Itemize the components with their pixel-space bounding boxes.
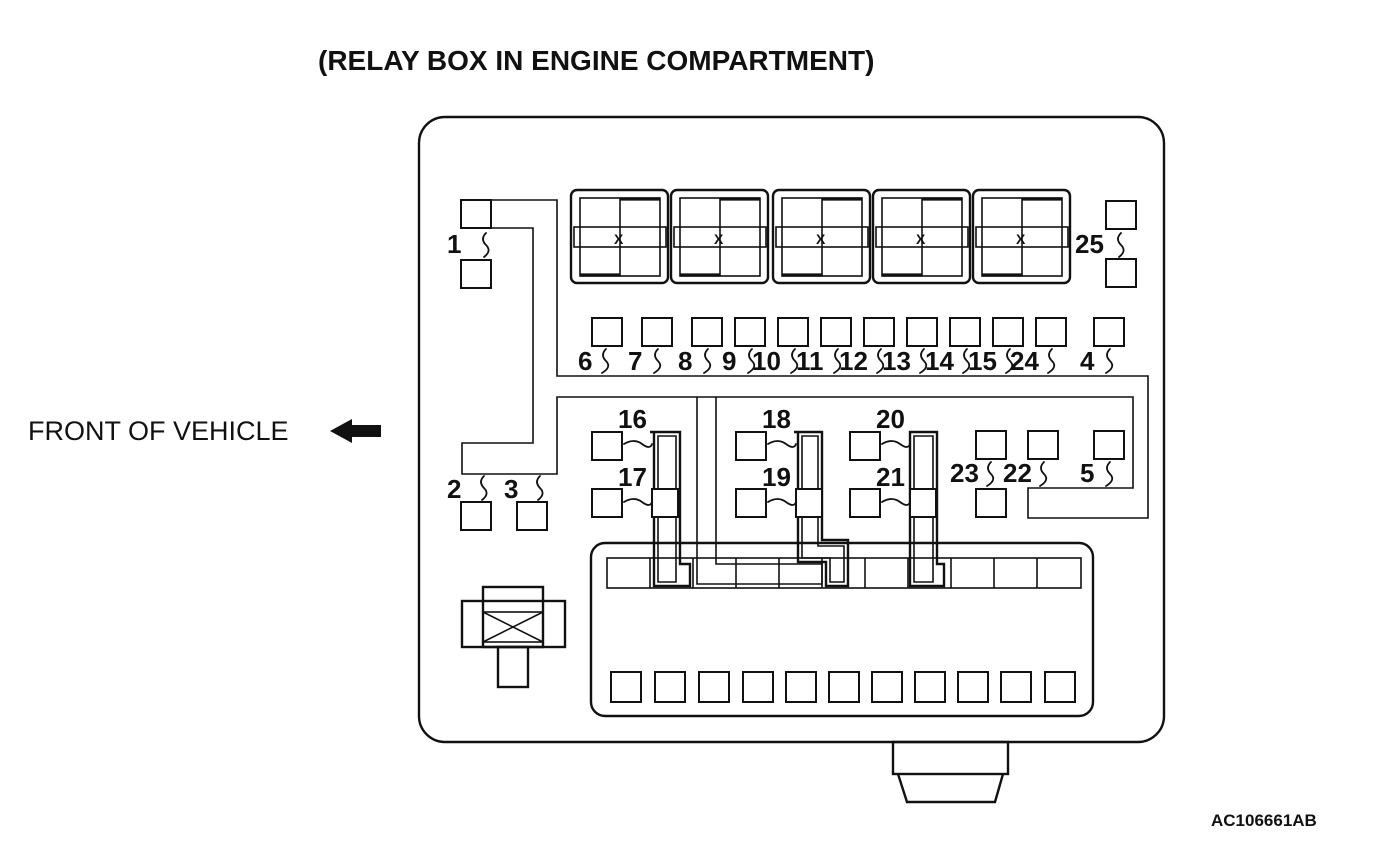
item-number-labels: 1 25 2 3 6 7 8 9 10 11 12 13 14 15 24 4 … bbox=[447, 229, 1104, 504]
relay-socket: X bbox=[669, 188, 770, 285]
item-number: 11 bbox=[796, 346, 824, 376]
item-number: 25 bbox=[1075, 229, 1104, 259]
svg-text:X: X bbox=[714, 231, 724, 247]
svg-text:X: X bbox=[816, 231, 826, 247]
item-number: 22 bbox=[1003, 458, 1032, 488]
item-number: 1 bbox=[447, 229, 461, 259]
wiring-paths bbox=[461, 199, 1149, 588]
item-number: 2 bbox=[447, 474, 461, 504]
item-number: 14 bbox=[925, 346, 954, 376]
item-number: 21 bbox=[876, 462, 905, 492]
relay-socket: X bbox=[771, 188, 872, 285]
item-number: 18 bbox=[762, 404, 791, 434]
relay-socket: X bbox=[971, 188, 1072, 285]
fuse-block bbox=[589, 541, 1095, 718]
svg-text:X: X bbox=[614, 231, 624, 247]
item-number: 9 bbox=[722, 346, 736, 376]
label-leaders bbox=[480, 232, 1125, 506]
diagram-title: (RELAY BOX IN ENGINE COMPARTMENT) bbox=[318, 45, 874, 76]
svg-text:X: X bbox=[916, 231, 926, 247]
bottom-connector-tab bbox=[891, 740, 1010, 804]
item-number: 15 bbox=[968, 346, 997, 376]
item-number: 12 bbox=[839, 346, 868, 376]
front-of-vehicle-label: FRONT OF VEHICLE bbox=[28, 416, 289, 446]
relay-socket-row: X X X X bbox=[569, 188, 1072, 285]
relay-box-housing bbox=[417, 115, 1166, 744]
svg-text:X: X bbox=[1016, 231, 1026, 247]
item-number: 20 bbox=[876, 404, 905, 434]
item-number: 8 bbox=[678, 346, 692, 376]
item-number: 10 bbox=[752, 346, 781, 376]
relay-socket: X bbox=[871, 188, 972, 285]
item-number: 4 bbox=[1080, 346, 1095, 376]
item-number: 13 bbox=[882, 346, 911, 376]
item-number: 5 bbox=[1080, 458, 1094, 488]
relay-socket: X bbox=[569, 188, 670, 285]
item-number: 3 bbox=[504, 474, 518, 504]
item-number: 7 bbox=[628, 346, 642, 376]
item-number: 17 bbox=[618, 462, 647, 492]
fusible-link bbox=[460, 585, 567, 689]
item-number: 6 bbox=[578, 346, 592, 376]
item-number: 19 bbox=[762, 462, 791, 492]
item-number: 23 bbox=[950, 458, 979, 488]
item-number: 24 bbox=[1010, 346, 1039, 376]
figure-code: AC106661AB bbox=[1211, 811, 1317, 830]
front-arrow-icon bbox=[330, 419, 381, 443]
item-number: 16 bbox=[618, 404, 647, 434]
